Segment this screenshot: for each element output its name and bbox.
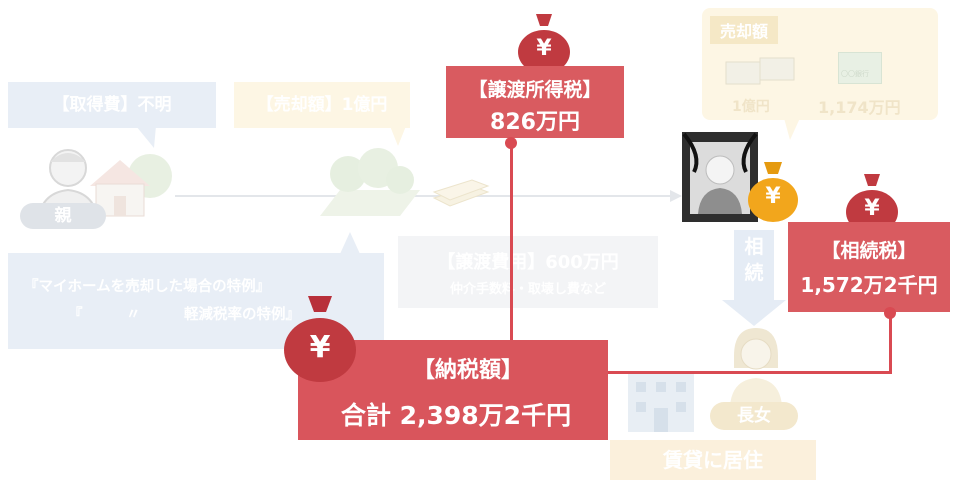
inheritance-tax-title: 【相続税】 [821,240,917,262]
connector-line [510,143,513,343]
rental-badge: 賃貸に居住 [610,440,816,480]
yen-symbol-gold: ¥ [765,184,781,209]
sale-summary-title: 売却額 [710,16,779,44]
transfer-cost-detail: 仲介手数料・取壊し費など [449,282,606,297]
special-rule-tail [340,232,360,254]
land-illustration [320,146,420,222]
inheritance-connector-line-horizontal [608,371,892,374]
tax-total-title: 【納税額】 [412,358,523,383]
flow-arrow [175,195,675,197]
inheritance-label: 相続 [744,236,764,284]
parent-badge: 親 [20,203,106,229]
money-bag-icon: ¥ [514,10,574,76]
yen-symbol: ¥ [536,36,552,61]
memorial-portrait [682,132,758,222]
cash-bundle-illustration [432,176,490,210]
cash-stack-icon [725,57,795,85]
daughter-illustration [716,322,796,406]
inheritance-tax-amount: 1,572万2千円 [800,273,938,297]
sale-summary-cash: 1億円 [732,99,770,115]
gold-money-bag-icon: ¥ [744,158,802,224]
sale-summary-box: 売却額 〇〇銀行 1億円 1,174万円 [702,8,938,120]
sale-price-callout: 【売却額】1億円 [234,82,410,128]
acquisition-cost-callout: 【取得費】不明 [8,82,216,128]
inheritance-connector-line-vertical [889,313,892,373]
acquisition-cost-label: 【取得費】不明 [52,95,172,115]
rental-label: 賃貸に居住 [663,448,763,472]
sale-callout-tail [390,126,406,146]
inheritance-tax-box: 【相続税】 1,572万2千円 [788,222,950,312]
transfer-income-tax-amount: 826万円 [490,110,580,135]
transfer-cost-title: 【譲渡費用】600万円 [437,252,619,273]
sale-summary-bank: 1,174万円 [818,98,901,117]
inheritance-arrow: 相続 [734,230,774,302]
daughter-badge: 長女 [710,402,798,430]
sale-price-label: 【売却額】1億円 [256,95,388,115]
transfer-income-tax-box: 【譲渡所得税】 826万円 [446,66,624,138]
acquisition-callout-tail [135,126,165,148]
special-rule-line2: 『 〃 軽減税率の特例』 [68,307,300,323]
bank-mark: 〇〇銀行 [841,70,869,78]
house-illustration [80,148,180,220]
flow-arrow-head [670,190,682,202]
sale-summary-tail [784,118,800,140]
special-rule-line1: 『マイホームを売却した場合の特例』 [24,279,271,295]
parent-label: 親 [54,206,72,226]
passbook-icon: 〇〇銀行 [838,52,882,84]
yen-symbol-inheritance: ¥ [864,196,880,221]
tax-total-money-bag-icon: ¥ [278,292,362,384]
apartment-icon [622,368,700,432]
inheritance-arrow-head [722,300,786,326]
tax-total-amount: 合計 2,398万2千円 [340,401,572,430]
daughter-label: 長女 [737,406,771,426]
transfer-income-tax-title: 【譲渡所得税】 [468,79,602,101]
transfer-cost-box: 【譲渡費用】600万円 仲介手数料・取壊し費など [398,236,658,308]
yen-symbol-total: ¥ [309,330,331,365]
